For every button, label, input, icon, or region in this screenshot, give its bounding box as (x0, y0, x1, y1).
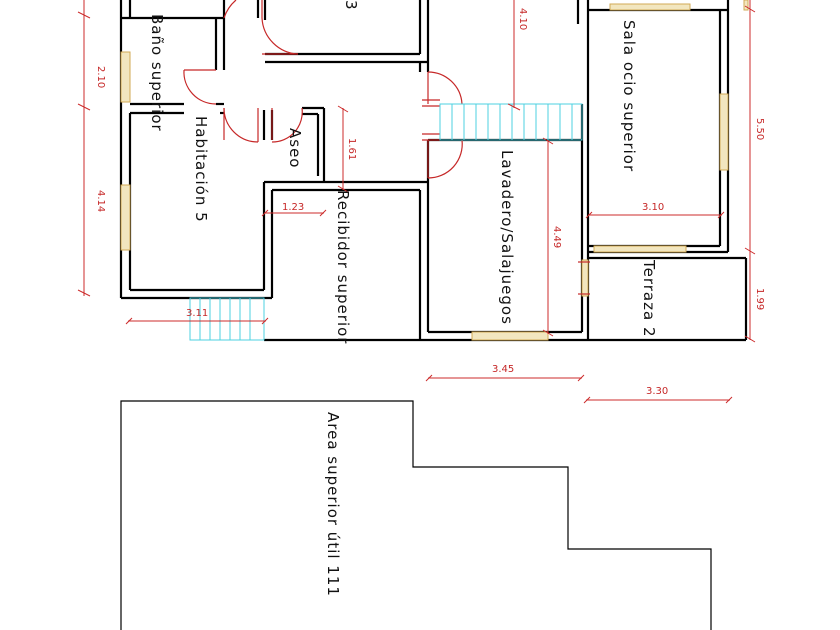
windows (120, 0, 749, 341)
sala-ocio-superior-label: Sala ocio superior (620, 20, 638, 172)
dimension-labels: 2.10 4.14 4.10 1.61 1.23 3.11 4.49 3.45 … (95, 8, 765, 397)
recibidor-superior-label: Recibidor superior (334, 190, 352, 344)
terraza-2-label: Terraza 2 (640, 259, 658, 337)
aseo-label: Aseo (286, 128, 304, 168)
habitacion-5-label: Habitación 5 (192, 116, 210, 223)
doors (183, 0, 590, 295)
dim-1-23: 1.23 (282, 202, 304, 213)
dim-1-99: 1.99 (754, 288, 765, 310)
lavadero-salajuegos-label: Lavadero/Salajuegos (498, 150, 516, 325)
dim-3-10: 3.10 (642, 202, 664, 213)
dim-4-14: 4.14 (95, 190, 106, 212)
room-labels: 3 Baño superior Habitación 5 Aseo Recibi… (148, 0, 658, 344)
dim-5-50: 5.50 (754, 118, 765, 140)
dimension-lines (77, 0, 756, 404)
dim-2-10: 2.10 (95, 66, 106, 88)
area-outline: Area superior útil 111 (120, 400, 712, 630)
dim-3-30: 3.30 (646, 386, 668, 397)
dim-4-49: 4.49 (551, 226, 562, 248)
dim-1-61: 1.61 (346, 138, 357, 160)
stairs (189, 103, 583, 341)
room-3-label: 3 (342, 0, 360, 11)
dim-3-11: 3.11 (186, 308, 208, 319)
dim-3-45: 3.45 (492, 364, 514, 375)
bano-superior-label: Baño superior (148, 14, 166, 132)
area-superior-label: Area superior útil 111 (324, 412, 342, 597)
dim-4-10: 4.10 (517, 8, 528, 30)
